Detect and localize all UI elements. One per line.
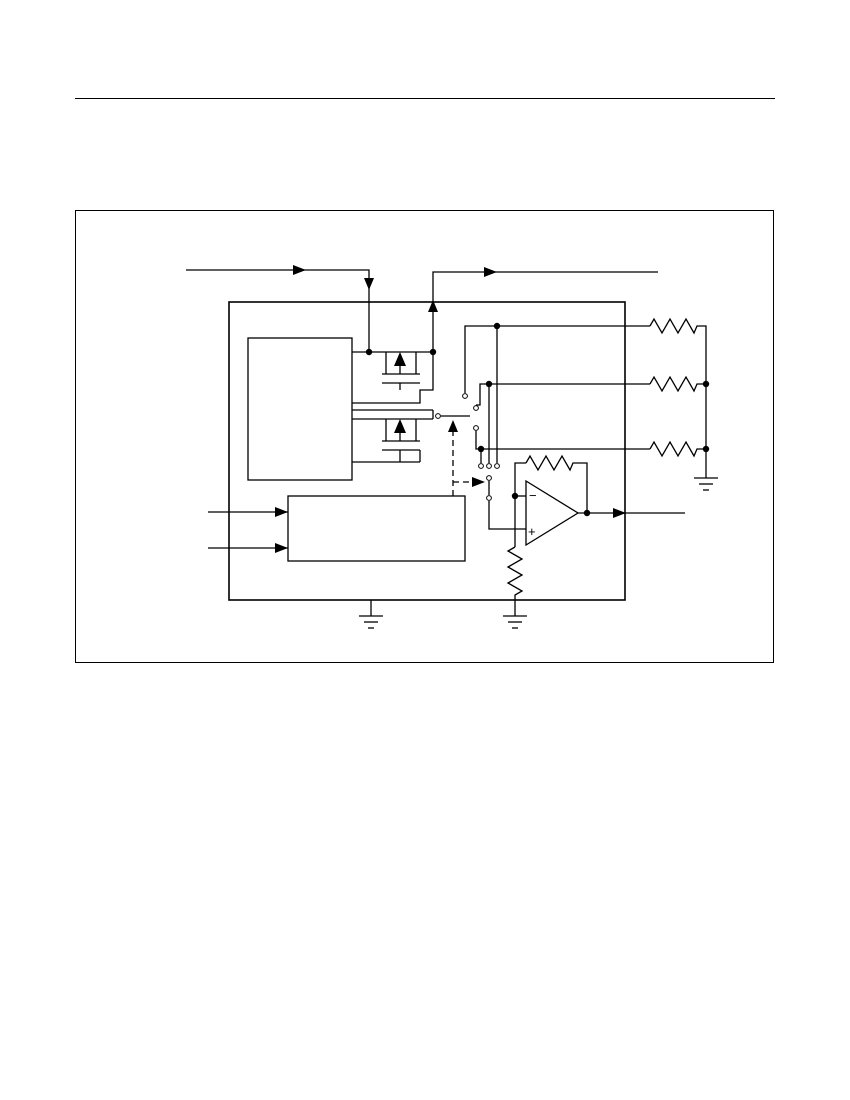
arrow-right-icon xyxy=(275,507,288,517)
input-line xyxy=(186,265,374,352)
control-link xyxy=(448,420,485,496)
ic-ground xyxy=(359,600,383,629)
tap-lines xyxy=(464,322,650,530)
op-amp: − + xyxy=(503,454,685,629)
analog-switch xyxy=(435,393,500,501)
resistor-ladder xyxy=(649,317,718,491)
op-amp-plus-label: + xyxy=(528,524,536,539)
logic-block xyxy=(247,337,353,481)
arrow-right-icon xyxy=(613,508,626,518)
arrow-right-icon xyxy=(484,267,497,277)
arrow-right-icon xyxy=(293,265,306,275)
ic-outline xyxy=(228,301,626,601)
upper-transistor xyxy=(352,348,437,404)
control-inputs xyxy=(208,507,288,553)
arrow-up-icon xyxy=(428,300,438,312)
arrow-up-icon xyxy=(448,420,458,432)
figure-frame xyxy=(75,210,774,663)
arrow-up-icon xyxy=(394,352,406,366)
control-block xyxy=(287,495,466,562)
arrow-down-icon xyxy=(364,278,374,290)
arrow-right-icon xyxy=(275,543,288,553)
op-amp-minus-label: − xyxy=(529,488,537,503)
arrow-right-icon xyxy=(472,477,485,487)
page-header-rule xyxy=(75,98,775,99)
lower-transistor xyxy=(352,409,434,463)
arrow-up-icon xyxy=(394,419,406,433)
output-line xyxy=(428,267,658,352)
